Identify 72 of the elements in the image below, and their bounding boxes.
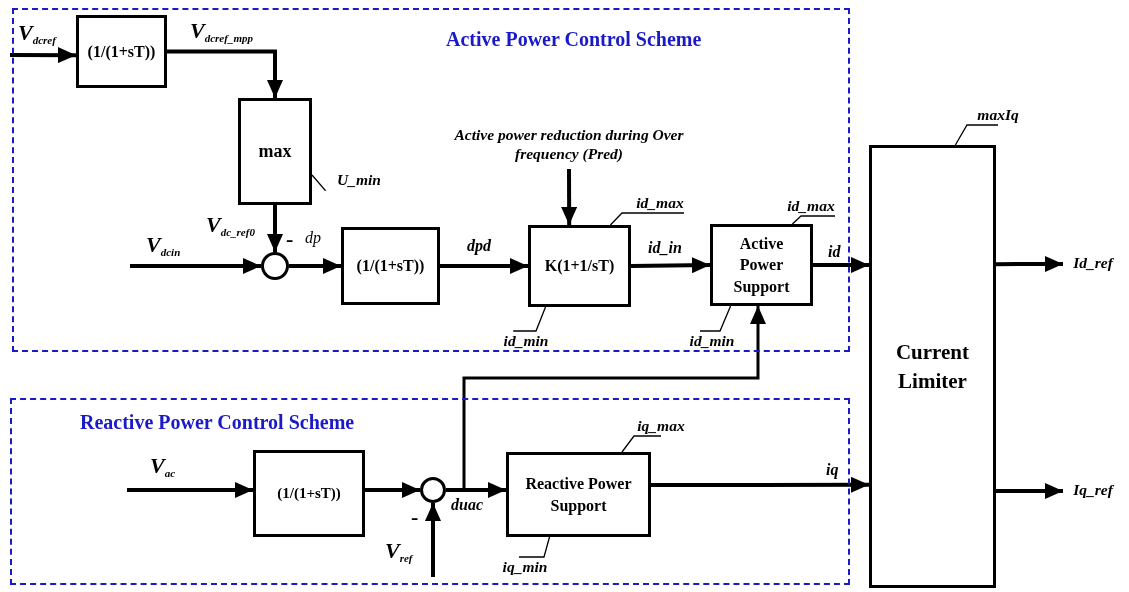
transfer-function-block bbox=[253, 450, 365, 537]
signal-arrow bbox=[425, 503, 441, 577]
signal-label: U_min bbox=[330, 170, 388, 190]
block-label: K(1+1/sT) bbox=[543, 256, 616, 277]
panel-title: Active Power Control Scheme bbox=[446, 28, 702, 51]
signal-label: iq_max bbox=[630, 416, 692, 436]
block-label: Active Power Support bbox=[732, 233, 791, 298]
signal-label: id_max bbox=[781, 196, 841, 216]
panel-title: Reactive Power Control Scheme bbox=[80, 411, 355, 434]
signal-label: V$_{ac}$ bbox=[150, 455, 176, 479]
leader-line bbox=[311, 174, 327, 191]
block-label: Reactive Power Support bbox=[524, 473, 633, 517]
signal-arrow bbox=[651, 476, 869, 493]
signal-label: dp bbox=[305, 230, 321, 246]
signal-label: V$_{dcref_mpp}$ bbox=[190, 20, 253, 44]
signal-label: Id_ref bbox=[1063, 253, 1123, 275]
signal-arrow bbox=[446, 482, 506, 498]
summing-junction bbox=[420, 477, 446, 503]
transfer-function-block bbox=[869, 145, 996, 588]
signal-label: Iq_ref bbox=[1063, 480, 1123, 502]
leader-line bbox=[609, 212, 685, 226]
transfer-function-block bbox=[710, 224, 813, 306]
signal-arrow bbox=[10, 47, 76, 64]
signal-label: V$_{ref}$ bbox=[385, 540, 413, 564]
signal-arrow bbox=[630, 257, 711, 274]
signal-label: iq_min bbox=[495, 557, 555, 577]
signal-label: V$_{dcref}$ bbox=[18, 22, 56, 46]
transfer-function-block bbox=[76, 15, 167, 88]
transfer-function-block bbox=[528, 225, 631, 307]
signal-label: id_min bbox=[494, 331, 558, 351]
signal-label: duac bbox=[451, 497, 483, 513]
block-label: max bbox=[257, 140, 293, 164]
block-label: (1/(1+sT)) bbox=[86, 41, 157, 63]
signal-label: id_in bbox=[648, 240, 682, 256]
leader-line bbox=[791, 215, 836, 225]
signal-label: id_max bbox=[630, 193, 690, 213]
signal-arrow bbox=[996, 483, 1063, 499]
transfer-function-block bbox=[506, 452, 651, 537]
signal-arrow bbox=[167, 49, 283, 98]
block-label: Current Limiter bbox=[894, 339, 971, 395]
signal-arrow bbox=[996, 256, 1063, 273]
control-scheme-panel bbox=[10, 398, 850, 585]
signal-label: Active power reduction during Over frequency (Pred) bbox=[424, 125, 714, 169]
minus-sign: - bbox=[286, 228, 294, 250]
leader-line bbox=[621, 435, 662, 453]
minus-sign: - bbox=[411, 506, 419, 528]
signal-arrow bbox=[446, 306, 766, 492]
leader-line bbox=[954, 124, 999, 146]
signal-arrow bbox=[365, 482, 420, 498]
signal-arrow bbox=[289, 258, 341, 274]
signal-label: dpd bbox=[467, 238, 491, 254]
signal-label: iq bbox=[826, 462, 839, 478]
block-label: (1/(1+sT)) bbox=[276, 484, 342, 504]
signal-label: V$_{dc_ref0}$ bbox=[206, 214, 255, 238]
leader-line bbox=[518, 536, 551, 558]
leader-line bbox=[512, 306, 547, 332]
signal-arrow bbox=[127, 482, 253, 498]
signal-arrow bbox=[813, 257, 869, 274]
signal-arrow bbox=[267, 205, 283, 252]
signal-label: V$_{dcin}$ bbox=[146, 234, 181, 258]
signal-arrow bbox=[130, 258, 261, 274]
signal-arrow bbox=[440, 258, 528, 274]
transfer-function-block bbox=[238, 98, 312, 205]
signal-arrow bbox=[561, 169, 578, 225]
summing-junction bbox=[261, 252, 289, 280]
signal-label: id bbox=[828, 244, 841, 260]
leader-line bbox=[699, 305, 732, 332]
block-label: (1/(1+sT)) bbox=[355, 256, 426, 277]
transfer-function-block bbox=[341, 227, 440, 305]
signal-label: id_min bbox=[682, 331, 742, 351]
control-scheme-panel bbox=[12, 8, 850, 352]
signal-label: maxIq bbox=[970, 105, 1026, 125]
